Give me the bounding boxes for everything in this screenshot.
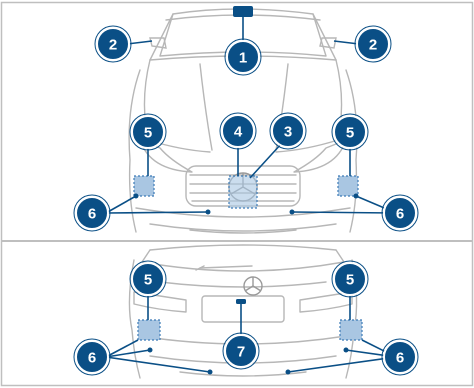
callout-label-5-rear-left: 5 [144, 272, 152, 289]
front-left-sensor-zone [133, 175, 155, 197]
front-center-sensor-zone [228, 175, 258, 209]
callout-badge-5-front-right: 5 [331, 113, 369, 151]
front-leader-dots [133, 193, 359, 215]
callout-badge-1: 1 [224, 38, 262, 76]
left-mirror [149, 37, 167, 49]
callout-label-6-rear-left: 6 [88, 350, 96, 367]
rear-leader-dots [147, 347, 349, 375]
callout-badge-6-front-left: 6 [73, 194, 111, 232]
front-camera-module [233, 6, 253, 17]
callout-label-2-left: 2 [109, 37, 117, 54]
callout-label-6-front-left: 6 [88, 206, 96, 223]
rear-camera-module [236, 299, 246, 304]
callout-label-3: 3 [284, 124, 292, 141]
callout-label-6-rear-right: 6 [396, 350, 404, 367]
callout-badge-6-rear-right: 6 [381, 338, 419, 376]
callout-label-4: 4 [234, 124, 243, 141]
callout-badge-4: 4 [219, 112, 257, 150]
callout-badge-7: 7 [222, 332, 260, 370]
rear-right-sensor-zone [339, 319, 363, 341]
callout-badge-6-rear-left: 6 [73, 338, 111, 376]
callout-badge-5-front-left: 5 [129, 113, 167, 151]
callout-badge-3: 3 [269, 112, 307, 150]
rear-left-sensor-zone [137, 319, 161, 341]
callout-badge-5-rear-left: 5 [129, 260, 167, 298]
callout-label-2-right: 2 [369, 37, 377, 54]
front-right-sensor-zone [337, 175, 359, 197]
callout-badge-2-left: 2 [94, 25, 132, 63]
callout-label-5-rear-right: 5 [346, 272, 354, 289]
callout-label-5-front-right: 5 [346, 125, 354, 142]
callout-badge-2-right: 2 [354, 25, 392, 63]
callout-label-7: 7 [237, 344, 245, 361]
callout-badge-5-rear-right: 5 [331, 260, 369, 298]
callout-badge-6-front-right: 6 [381, 194, 419, 232]
callout-label-5-front-left: 5 [144, 125, 152, 142]
callout-label-6-front-right: 6 [396, 206, 404, 223]
rear-star-emblem [243, 276, 263, 296]
right-mirror [319, 37, 337, 49]
callout-label-1: 1 [239, 50, 247, 67]
